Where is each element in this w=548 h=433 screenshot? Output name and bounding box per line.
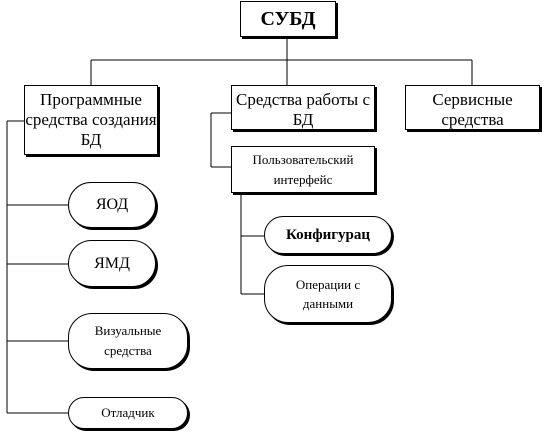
node-yamd: ЯМД [68,240,156,287]
node-user-interface: Пользовательский интерфейс [231,146,375,193]
node-data-operations: Операции с данными [264,265,392,323]
node-configuration: Конфигурац [264,216,392,254]
node-visual-tools: Визуальные средства [68,313,188,369]
node-dbms: СУБД [240,1,336,37]
node-service-tools: Сервисные средства [405,85,540,130]
node-work-tools: Средства работы с БД [231,85,375,130]
node-creation-tools: Программные средства создания БД [24,85,158,155]
node-debugger: Отладчик [68,397,188,429]
node-yaod: ЯОД [68,182,156,228]
